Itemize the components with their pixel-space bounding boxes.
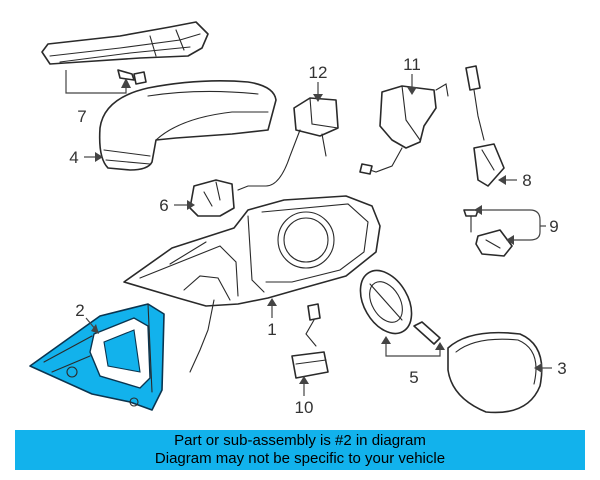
arrow-3 [534, 363, 542, 373]
callout-1: 1 [267, 320, 276, 339]
arrow-5a [381, 336, 391, 344]
callout-6: 6 [159, 196, 168, 215]
callout-2: 2 [75, 301, 84, 320]
callout-12: 12 [309, 63, 328, 82]
arrow-1 [267, 298, 277, 306]
callout-9: 9 [549, 217, 558, 236]
arrow-7 [121, 78, 131, 88]
callout-7: 7 [77, 107, 86, 126]
mounting-plate [359, 269, 441, 345]
arrow-9a [474, 205, 482, 215]
arrow-2 [91, 324, 99, 334]
screw-7 [117, 69, 147, 85]
arrow-8 [498, 175, 506, 185]
mirror-housing [123, 195, 381, 373]
connector-8 [465, 65, 505, 187]
mirror-glass [447, 331, 543, 414]
leader-5 [385, 340, 441, 357]
callout-11: 11 [403, 55, 421, 74]
arrow-4 [95, 152, 103, 162]
arrow-12 [313, 94, 323, 102]
arrow-6 [187, 200, 195, 210]
parts-diagram: 7 4 12 6 11 8 9 1 5 10 3 2 [29, 21, 567, 417]
mirror-trim-highlighted [29, 303, 165, 411]
info-banner: Part or sub-assembly is #2 in diagram Di… [15, 430, 585, 470]
bracket-6 [189, 179, 235, 217]
sensor-9 [463, 209, 513, 257]
callout-3: 3 [557, 359, 566, 378]
banner-line-2: Diagram may not be specific to your vehi… [154, 450, 446, 467]
arrow-10 [299, 376, 309, 384]
callout-4: 4 [69, 148, 78, 167]
arrow-9b [506, 235, 514, 245]
mirror-actuator [359, 83, 449, 175]
callout-5: 5 [409, 368, 418, 387]
mirror-motor [237, 97, 339, 191]
callout-10: 10 [295, 398, 314, 417]
mirror-cover [98, 80, 277, 171]
leader-7 [65, 70, 127, 94]
arrow-5b [435, 342, 445, 350]
banner-line-1: Part or sub-assembly is #2 in diagram [174, 432, 426, 449]
puddle-lamp [291, 303, 329, 379]
callout-8: 8 [522, 171, 531, 190]
arrow-11 [407, 87, 417, 95]
turn-signal-lens [41, 21, 209, 65]
